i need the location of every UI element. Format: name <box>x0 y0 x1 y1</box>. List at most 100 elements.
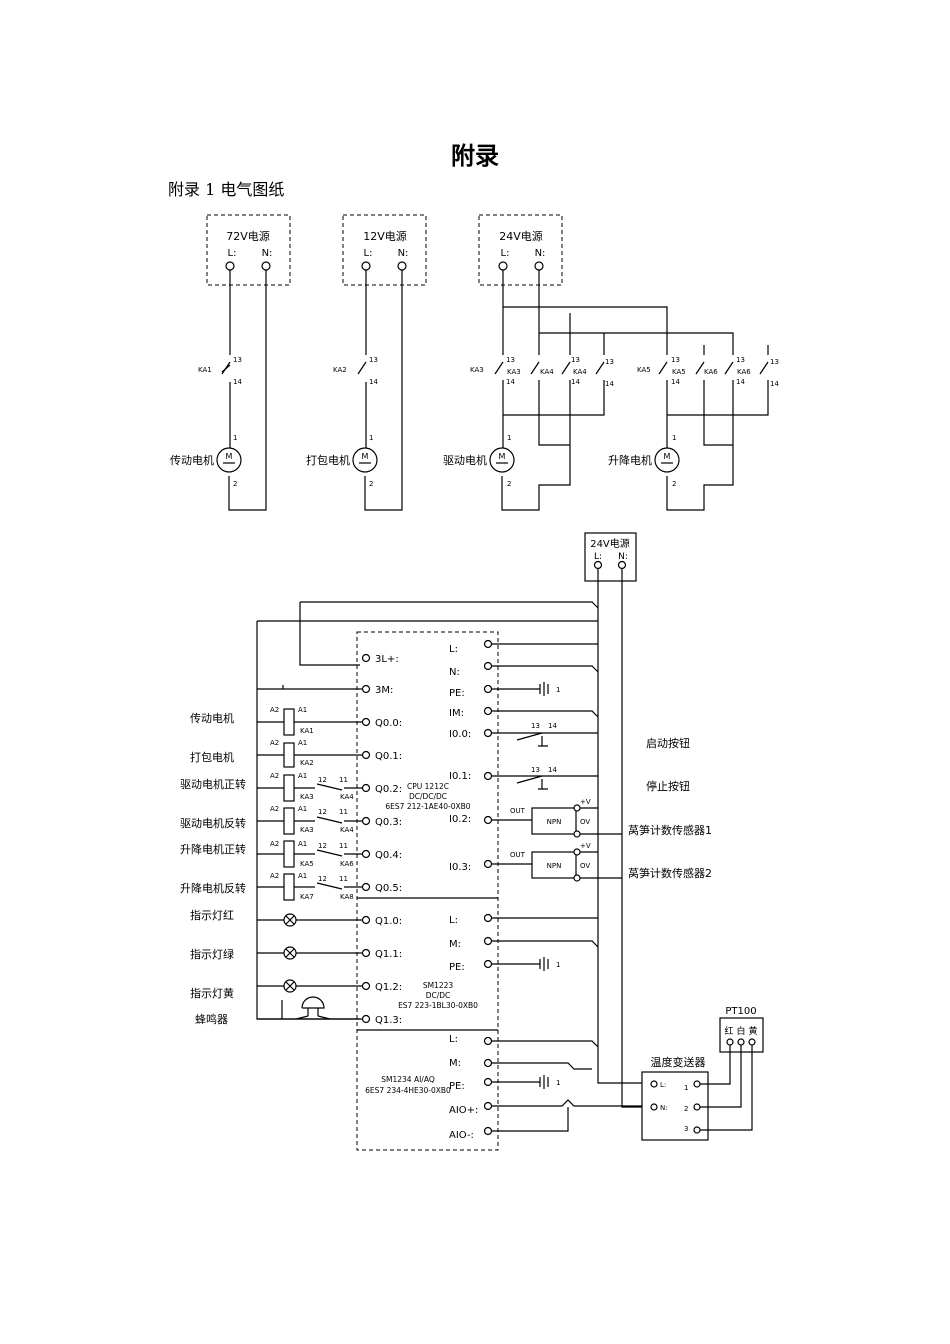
input-label-4: 莴笋计数传感器2 <box>628 866 712 880</box>
coil6-c12: 12 <box>318 875 327 883</box>
ground-symbol: 1 <box>492 957 560 971</box>
motor-icon <box>489 447 515 473</box>
coil6-a2: A2 <box>270 872 279 880</box>
power-12v-n: N: <box>398 248 409 259</box>
sb1-c13: 13 <box>531 722 540 730</box>
pt100-yellow: 黄 <box>748 1025 757 1037</box>
coil4-a1: A1 <box>298 805 307 813</box>
terminal-72v-l <box>225 261 235 271</box>
ka3-label-a: KA3 <box>470 366 484 374</box>
sm1223-line-2: DC/DC <box>426 991 451 1000</box>
terminal-72v-n <box>261 261 271 271</box>
coil5-a2: A2 <box>270 840 279 848</box>
sensor1-out: OUT <box>510 807 526 815</box>
term-q02: Q0.2: <box>375 784 402 795</box>
ka4a-c14: 14 <box>571 378 580 386</box>
input-label-3: 莴笋计数传感器1 <box>628 823 712 837</box>
cpu-right-terminals: L: N: PE: IM: I0.0: I0.1: I0.2: I0.3: <box>449 639 493 873</box>
sm1223-right-terminals: L: M: PE: <box>449 913 493 973</box>
output-label-8: 指示灯绿 <box>190 947 234 961</box>
plc-module-frame <box>356 631 499 1151</box>
plc-power-label: 24V电源 <box>590 537 630 550</box>
ka4a-c13: 13 <box>571 356 580 364</box>
sm1223-term-l: L: <box>449 915 458 926</box>
output-label-10: 蜂鸣器 <box>195 1012 228 1026</box>
power-source-12v: 12V电源 L: N: <box>342 214 427 286</box>
coil1-a1: A1 <box>298 706 307 714</box>
transmitter-n: N: <box>660 1104 668 1112</box>
ka6b-c14: 14 <box>770 380 779 388</box>
ka1-label: KA1 <box>198 366 212 374</box>
coil3-a2: A2 <box>270 772 279 780</box>
cpu-term-i01: I0.1: <box>449 771 471 782</box>
start-button: 13 14 <box>516 722 557 747</box>
output-labels: 传动电机 打包电机 驱动电机正转 驱动电机反转 升降电机正转 升降电机反转 指示… <box>180 711 246 1026</box>
sb2-c13: 13 <box>531 766 540 774</box>
cpu-term-pe: PE: <box>449 688 465 699</box>
output-label-1: 传动电机 <box>190 711 234 725</box>
sb2-c14: 14 <box>548 766 557 774</box>
output-label-4: 驱动电机反转 <box>180 816 246 830</box>
plc-power-supply: 24V电源 L: N: <box>584 532 637 582</box>
m3-p2: 2 <box>507 480 511 488</box>
ka6-label-a: KA6 <box>704 368 718 376</box>
stop-button: 13 14 <box>516 766 557 790</box>
motor-name-3: 驱动电机 <box>443 453 487 467</box>
term-q10: Q1.0: <box>375 916 402 927</box>
temperature-transmitter: 温度变送器 L: N: 1 2 3 <box>641 1055 709 1141</box>
ground-symbol: 1 <box>492 682 560 696</box>
m3-letter: M <box>499 452 506 461</box>
ka6-label-b: KA6 <box>737 368 751 376</box>
terminal-12v-l <box>361 261 371 271</box>
coil6-c11: 11 <box>339 875 348 883</box>
motor-name-4: 升降电机 <box>608 453 652 467</box>
motor-name-2: 打包电机 <box>306 453 350 467</box>
coil4-name: KA3 <box>300 826 314 834</box>
sensor1-ov: OV <box>580 818 590 826</box>
term-3m: 3M: <box>375 685 393 696</box>
sm1223-line-3: ES7 223-1BL30-0XB0 <box>398 1001 478 1010</box>
pt100-label: PT100 <box>725 1006 756 1017</box>
sm1234-term-m: M: <box>449 1058 461 1069</box>
sm1223-term-pe: PE: <box>449 962 465 973</box>
output-label-9: 指示灯黄 <box>190 986 234 1000</box>
power-72v-l: L: <box>228 248 237 259</box>
terminal-24v-n <box>534 261 544 271</box>
transmitter-t2: 2 <box>684 1105 688 1113</box>
sm1234-term-aiop: AIO+: <box>449 1105 478 1116</box>
coil5-c12: 12 <box>318 842 327 850</box>
coil6-a1: A1 <box>298 872 307 880</box>
coil1-name: KA1 <box>300 727 314 735</box>
ka4-label-a: KA4 <box>540 368 554 376</box>
sensor1-npn: NPN <box>547 818 562 826</box>
ka4b-c14: 14 <box>605 380 614 388</box>
ka6a-c13: 13 <box>736 356 745 364</box>
plc-left-terminals: 3L+: 3M: Q0.0: Q0.1: Q0.2: Q0.3: Q0.4: Q… <box>361 653 402 1026</box>
coil5-inter: KA6 <box>340 860 354 868</box>
coil2-a1: A1 <box>298 739 307 747</box>
ka3a-c14: 14 <box>506 378 515 386</box>
sm1223-term-m: M: <box>449 939 461 950</box>
term-q11: Q1.1: <box>375 949 402 960</box>
m1-letter: M <box>226 452 233 461</box>
ka2-c13: 13 <box>369 356 378 364</box>
m2-p1: 1 <box>369 434 373 442</box>
cpu-line-2: DC/DC/DC <box>409 792 447 801</box>
cpu-term-i02: I0.2: <box>449 814 471 825</box>
m2-p2: 2 <box>369 480 373 488</box>
output-label-2: 打包电机 <box>190 750 234 764</box>
m2-letter: M <box>362 452 369 461</box>
m3-p1: 1 <box>507 434 511 442</box>
term-q00: Q0.0: <box>375 718 402 729</box>
cpu-line-3: 6ES7 212-1AE40-0XB0 <box>385 802 470 811</box>
transmitter-label: 温度变送器 <box>651 1055 706 1069</box>
power-72v-n: N: <box>262 248 273 259</box>
ka4-label-b: KA4 <box>573 368 587 376</box>
coil6-name: KA7 <box>300 893 314 901</box>
coil5-c11: 11 <box>339 842 348 850</box>
ka6b-c13: 13 <box>770 358 779 366</box>
pt100-white: 白 <box>736 1025 745 1037</box>
ka5a-c13: 13 <box>671 356 680 364</box>
coil4-c11: 11 <box>339 808 348 816</box>
